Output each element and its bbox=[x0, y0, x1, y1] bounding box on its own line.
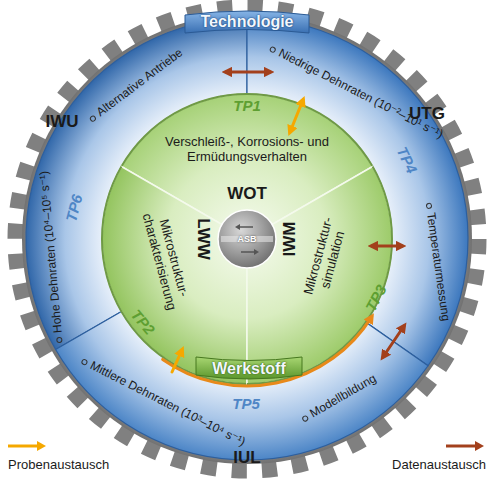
institute-label: WOT bbox=[227, 184, 267, 204]
banner-title: Werkstoff bbox=[212, 359, 286, 377]
center-disc: ASB bbox=[217, 209, 277, 269]
exchange-arrow bbox=[226, 71, 270, 74]
legend-arrow bbox=[8, 441, 46, 451]
exchange-arrow bbox=[372, 245, 402, 248]
legend-text: Probenaustausch bbox=[8, 457, 109, 472]
project-label: TP5 bbox=[232, 395, 260, 412]
ribbon-banner: Werkstoff bbox=[194, 356, 304, 381]
ribbon-banner: Technologie bbox=[183, 9, 311, 34]
institute-label: IWU bbox=[45, 112, 78, 132]
gear-body bbox=[22, 14, 472, 464]
banner-title: Technologie bbox=[200, 12, 293, 30]
institute-label: IWM bbox=[280, 222, 300, 257]
institute-label: LWW bbox=[193, 218, 213, 260]
gear-teeth bbox=[16, 8, 478, 470]
legend-text: Datenaustausch bbox=[392, 457, 486, 472]
center-label: ASB bbox=[237, 234, 256, 244]
institute-label: IUL bbox=[233, 448, 260, 468]
topic-text: Verschleiß-, Korrosions- und Ermüdungsve… bbox=[155, 135, 340, 165]
project-label: TP1 bbox=[233, 97, 261, 114]
legend-arrow bbox=[446, 441, 484, 451]
